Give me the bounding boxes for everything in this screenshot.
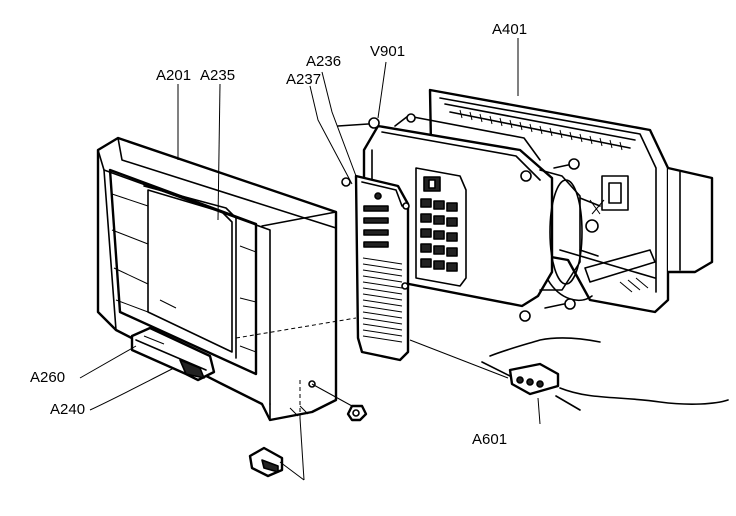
label-a236: A236: [306, 53, 341, 70]
label-a201: A201: [156, 67, 191, 84]
front-trim-a260-a240: [130, 326, 216, 382]
control-panel-a236-a237: [341, 174, 410, 362]
leader-lines: [79, 38, 519, 411]
label-a601: A601: [472, 431, 507, 448]
hardware-parts: [248, 404, 368, 478]
label-a260: A260: [30, 369, 65, 386]
keypad-buttons: [420, 198, 458, 272]
label-v901: V901: [370, 43, 405, 60]
label-a235: A235: [200, 67, 235, 84]
connector-a601: [481, 337, 729, 411]
front-cabinet-a201: [96, 136, 338, 422]
label-a401: A401: [492, 21, 527, 38]
picture-tube-v901: [337, 113, 601, 322]
label-a237: A237: [286, 71, 321, 88]
part-labels: A201 A235 A236 A237 V901 A401 A260 A240 …: [30, 21, 527, 448]
alignment-lines: [235, 317, 541, 481]
label-a240: A240: [50, 401, 85, 418]
